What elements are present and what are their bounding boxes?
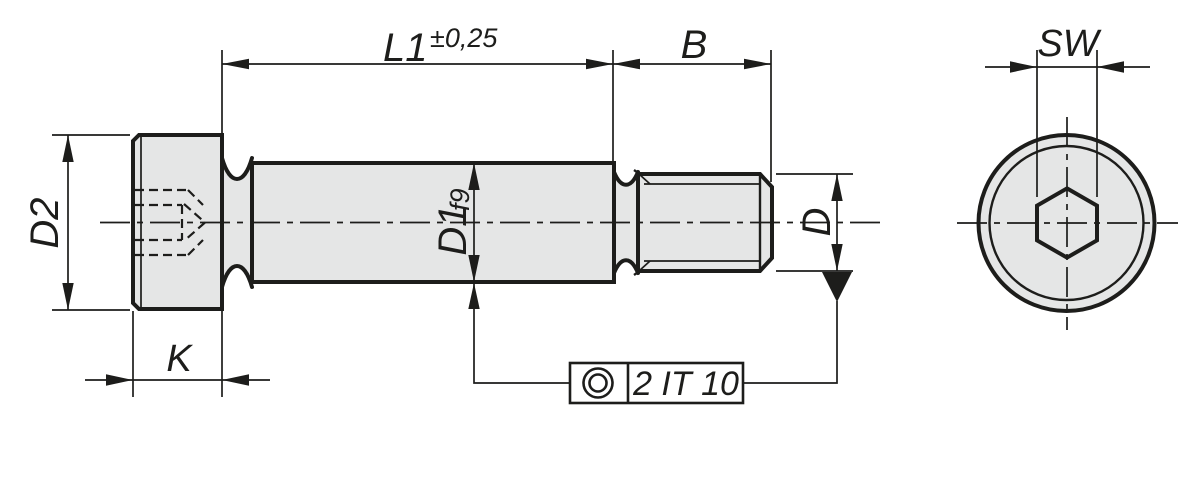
k-arrow-left: [106, 374, 133, 386]
dimension-d: D: [776, 173, 853, 272]
thread-start-chamfer-top: [638, 173, 651, 185]
frame-leader-left: [473, 283, 570, 384]
l1-arrow-left: [222, 58, 249, 70]
sw-arrow-left: [1010, 61, 1037, 73]
d2-arrow-top: [62, 135, 74, 162]
dim-label-d: D: [795, 208, 839, 237]
dim-label-d1: D1: [431, 204, 475, 255]
concentricity-icon: [582, 367, 614, 399]
dimension-d2: D2: [23, 134, 130, 311]
socket-cone-top: [187, 189, 204, 206]
l1-arrow-right: [586, 58, 613, 70]
d1-arrow-top: [468, 163, 480, 190]
datum-triangle: [822, 272, 852, 302]
dim-label-b: B: [681, 23, 708, 67]
dim-label-d1-fit: f9: [445, 188, 475, 211]
thread-start-chamfer-bottom: [638, 260, 651, 272]
side-view: L1 ±0,25 B D2 K: [23, 23, 882, 405]
d2-arrow-bottom: [62, 283, 74, 310]
tolerance-frame-group: 2 IT 10: [468, 272, 852, 405]
dim-label-k: K: [166, 338, 193, 380]
frame-leader-arrow: [468, 283, 480, 309]
dimension-k: K: [85, 311, 270, 397]
head-undercut-top-arc: [220, 156, 254, 181]
d1-arrow-bottom: [468, 255, 480, 282]
socket-cone-bottom: [187, 239, 204, 256]
end-view: SW: [957, 23, 1178, 330]
head-undercut-bottom-arc: [220, 264, 254, 289]
dimension-l1: L1 ±0,25: [221, 23, 614, 162]
d-arrow-bottom: [831, 244, 843, 271]
dim-label-d2: D2: [23, 197, 67, 248]
socket-drill-point: [183, 203, 207, 242]
tolerance-frame-value: 2 IT 10: [632, 365, 739, 403]
dimension-d1: D1 f9: [431, 163, 480, 282]
dim-label-sw: SW: [1037, 23, 1101, 65]
dimension-sw: SW: [985, 23, 1150, 197]
k-arrow-right: [222, 374, 249, 386]
dim-label-l1-tolerance: ±0,25: [430, 23, 498, 53]
d-arrow-top: [831, 174, 843, 201]
frame-leader-right: [743, 301, 838, 384]
hex-socket-hidden-lines: [135, 188, 207, 257]
b-arrow-right: [744, 58, 771, 70]
dim-label-l1: L1: [383, 26, 428, 70]
b-arrow-left: [613, 58, 640, 70]
dimension-b: B: [613, 23, 772, 182]
sw-arrow-right: [1097, 61, 1124, 73]
